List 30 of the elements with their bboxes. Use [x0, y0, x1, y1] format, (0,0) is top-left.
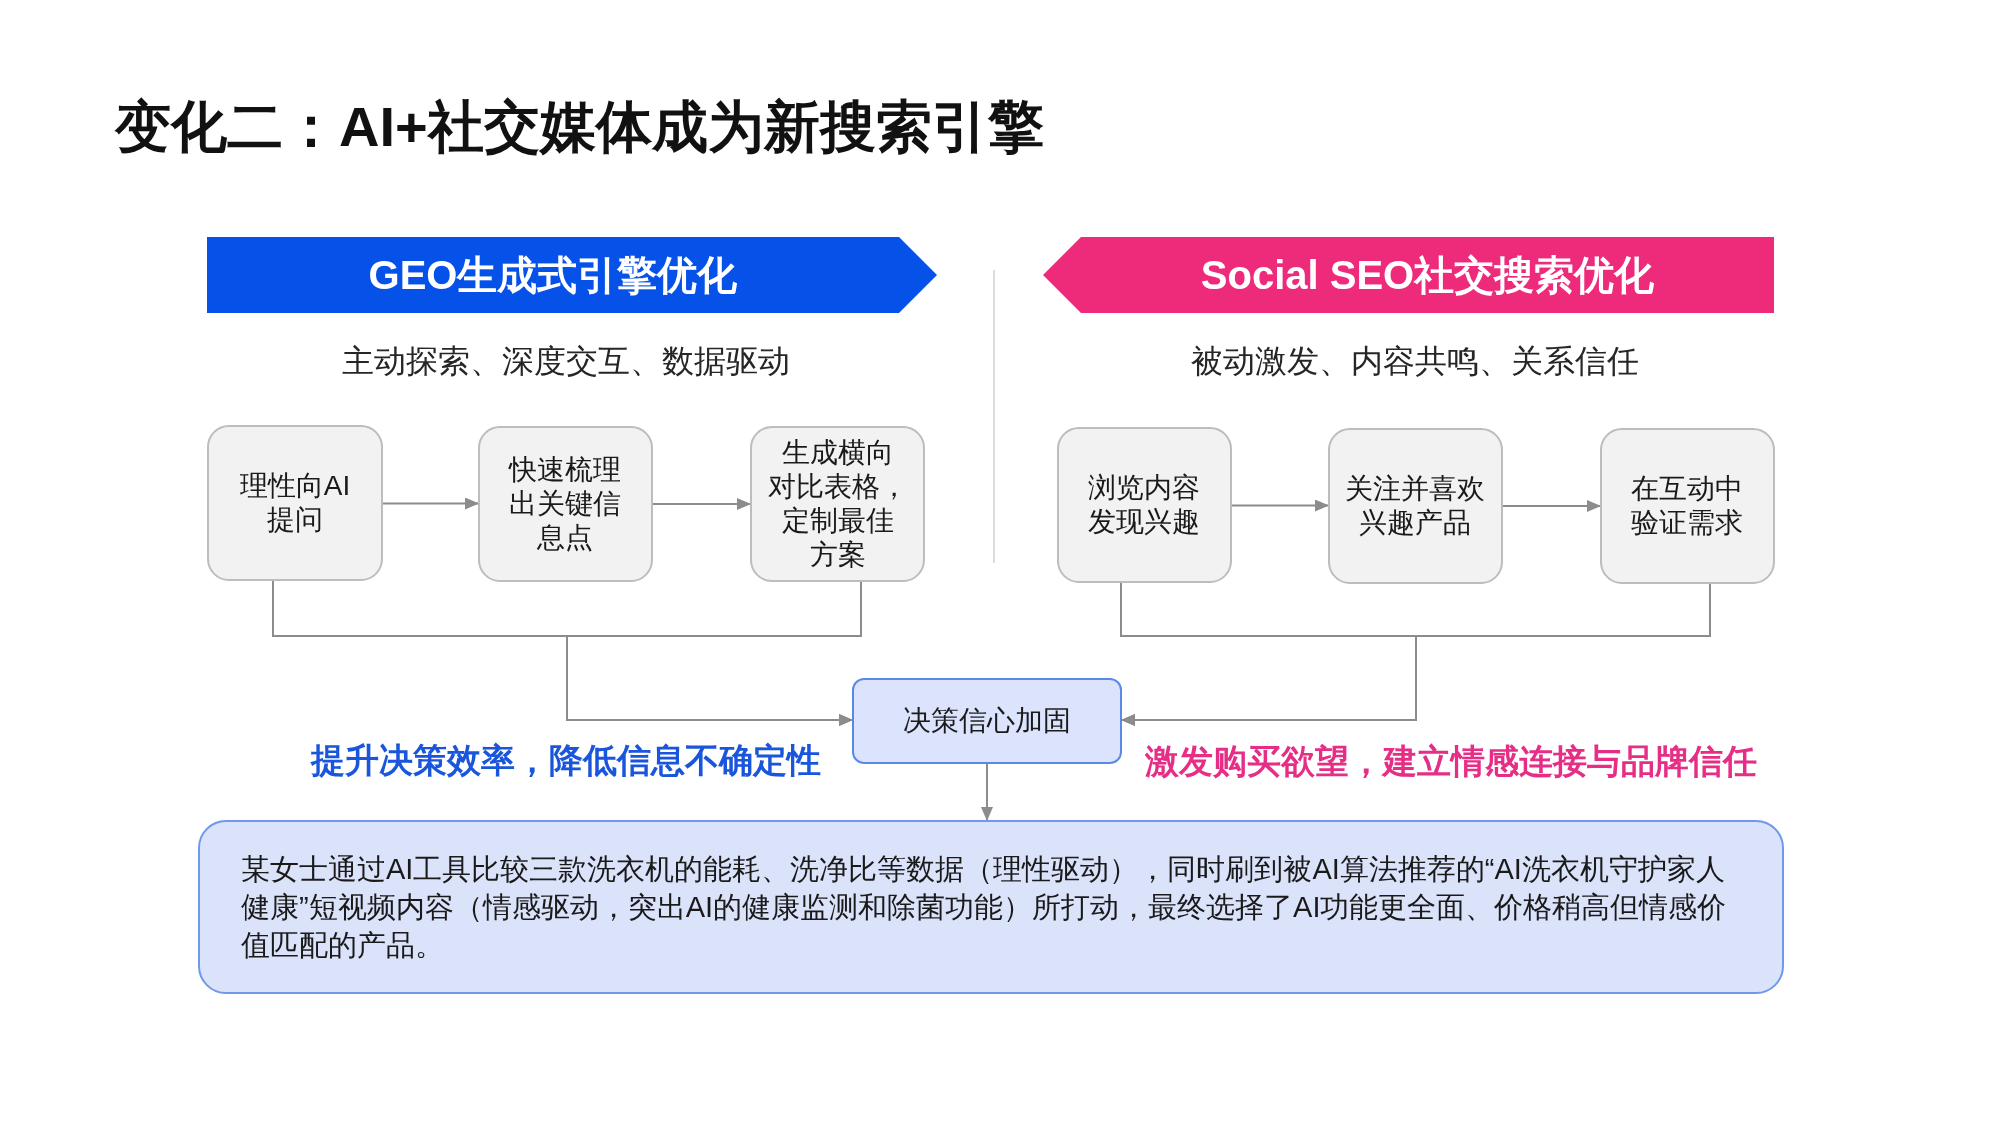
- note-box: [198, 820, 1784, 994]
- process-box: [207, 425, 383, 581]
- connector-arrow: [382, 497, 479, 510]
- note-text: 某女士通过AI工具比较三款洗衣机的能耗、洗净比等数据（理性驱动），同时刷到被AI算法推荐的“AI洗衣机守护家人健康”短视频内容（情感驱动，突出AI的健康监测和除菌功能）所打动，最终选择了AI功能更全面、价格稍高但情感价值匹配的产品。: [241, 852, 1728, 963]
- step-text: 浏览内容发现兴趣: [1087, 471, 1202, 539]
- tagline-text: 被动激发、内容共鸣、关系信任: [1191, 342, 1639, 381]
- step-text: 在互动中验证需求: [1630, 472, 1745, 540]
- result-text: 决策信心加固: [903, 704, 1071, 738]
- result-box: [852, 678, 1122, 764]
- connector-arrow: [1231, 499, 1329, 512]
- process-box: [1328, 428, 1503, 584]
- banner-title: GEO生成式引擎优化: [368, 252, 738, 299]
- connector-arrow: [1502, 500, 1601, 512]
- connector-arrow: [566, 581, 862, 726]
- connector-arrow: [981, 763, 993, 821]
- connector-arrow: [652, 498, 751, 510]
- step-text: 生成横向对比表格，定制最佳方案: [766, 436, 909, 572]
- slide-title: 变化二：AI+社交媒体成为新搜索引擎: [115, 94, 1044, 160]
- step-text: 关注并喜欢兴趣产品: [1344, 472, 1487, 540]
- process-box: [1057, 427, 1232, 583]
- process-box: [750, 426, 925, 582]
- benefit-text: 激发购买欲望，建立情感连接与品牌信任: [1145, 741, 1757, 782]
- benefit-text: 提升决策效率，降低信息不确定性: [311, 740, 821, 781]
- step-text: 快速梳理出关键信息点: [507, 453, 623, 555]
- connector-arrow: [1121, 583, 1711, 726]
- banner-title: Social SEO社交搜索优化: [1200, 252, 1655, 299]
- tagline-text: 主动探索、深度交互、数据驱动: [342, 342, 790, 381]
- process-box: [1600, 428, 1775, 584]
- step-text: 理性向AI提问: [238, 469, 352, 537]
- process-box: [478, 426, 653, 582]
